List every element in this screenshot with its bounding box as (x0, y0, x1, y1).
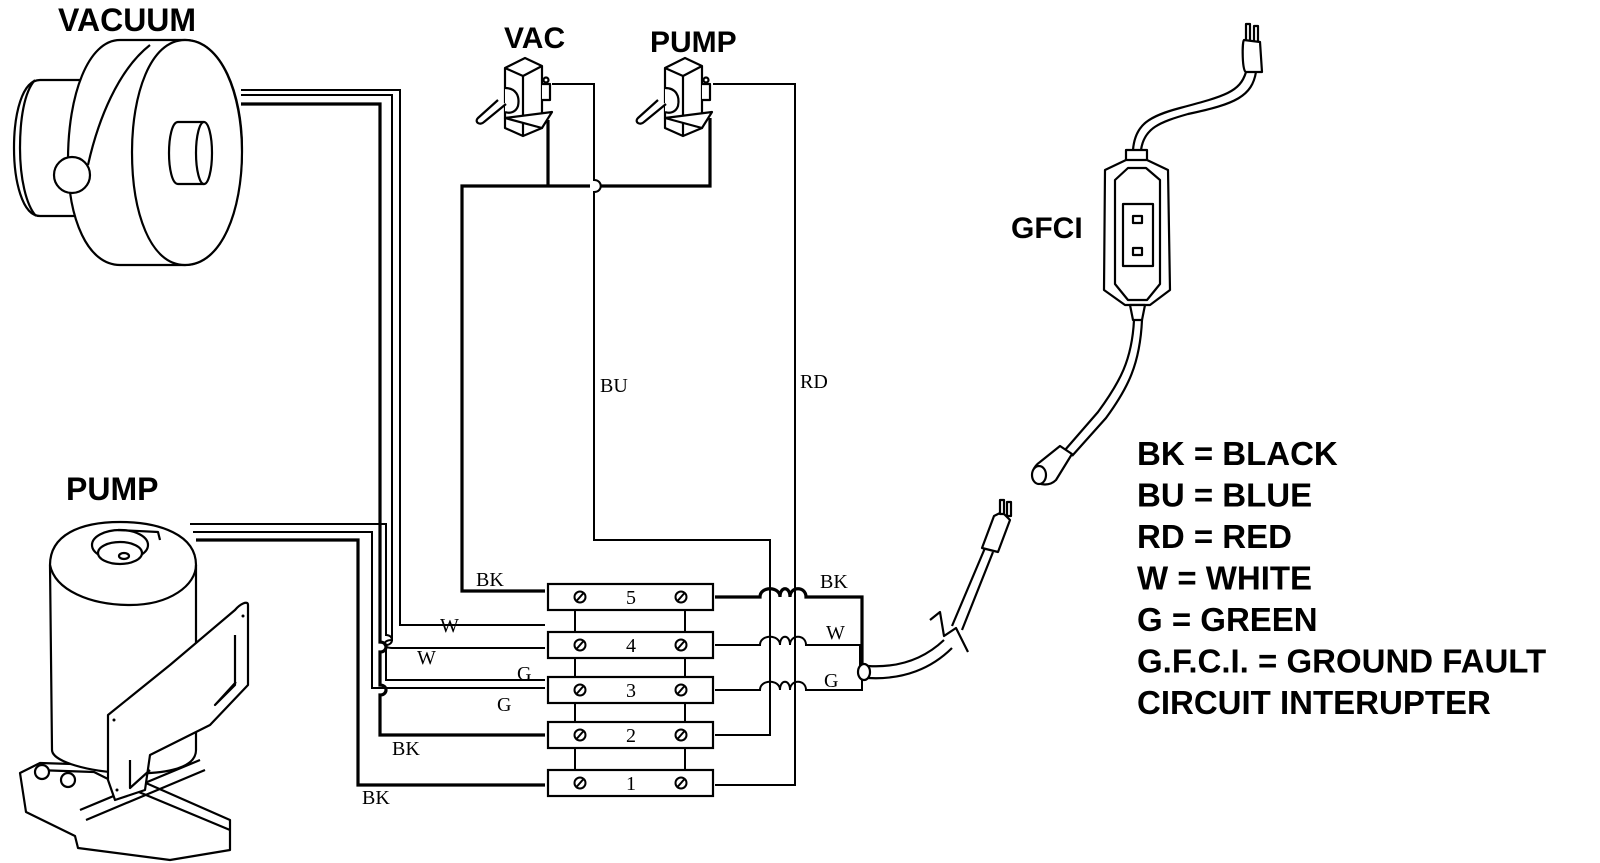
terminal-number: 2 (626, 725, 636, 747)
terminal-3: 3 (546, 675, 715, 705)
vac-switch-label: VAC (504, 22, 565, 55)
terminal-1: 1 (546, 768, 715, 798)
wire-label-w-cord: W (826, 622, 845, 644)
screw-icon (573, 728, 587, 742)
wire-label-bk-cord: BK (820, 571, 848, 593)
vacuum-label: VACUUM (58, 2, 196, 38)
screw-icon (573, 776, 587, 790)
screw-icon (573, 638, 587, 652)
terminal-2: 2 (546, 720, 715, 750)
terminal-block: 5 4 3 2 1 (546, 582, 715, 798)
legend-entry: BK = BLACK (1137, 435, 1338, 472)
legend-entry: G = GREEN (1137, 601, 1318, 638)
wires (190, 83, 1013, 787)
pump-label: PUMP (66, 471, 158, 507)
wire-label-w-pump: W (417, 647, 436, 669)
pump-motor-icon (18, 520, 250, 862)
wire-label-bu: BU (600, 375, 628, 397)
wire-label-bk-term1: BK (362, 787, 390, 809)
screw-icon (573, 683, 587, 697)
legend-entry: CIRCUIT INTERUPTER (1137, 684, 1491, 721)
screw-icon (573, 590, 587, 604)
wire-label-g-vacuum: G (517, 663, 531, 685)
wire-label-g-cord: G (824, 670, 838, 692)
wire-label-bk-term2: BK (392, 738, 420, 760)
terminal-number: 3 (626, 680, 636, 702)
terminal-number: 1 (626, 773, 636, 795)
legend-entry: BU = BLUE (1137, 477, 1312, 514)
pump-switch-icon (635, 56, 714, 138)
screw-icon (674, 728, 688, 742)
legend-entry: W = WHITE (1137, 560, 1312, 597)
vacuum-motor-icon (12, 38, 244, 267)
wire-label-g-pump: G (497, 694, 511, 716)
wire-label-rd: RD (800, 371, 828, 393)
screw-icon (674, 776, 688, 790)
pump-switch-label: PUMP (650, 26, 737, 59)
screw-icon (674, 683, 688, 697)
legend: BK = BLACK BU = BLUE RD = RED W = WHITE G = … (1137, 435, 1546, 721)
wire-label-w-vacuum: W (440, 615, 459, 637)
vac-switch-icon (475, 56, 554, 138)
terminal-number: 4 (626, 635, 636, 657)
gfci-icon (1030, 22, 1264, 486)
legend-entry: G.F.C.I. = GROUND FAULT (1137, 643, 1546, 680)
legend-entry: RD = RED (1137, 518, 1292, 555)
terminal-4: 4 (546, 630, 715, 660)
terminal-number: 5 (626, 587, 636, 609)
screw-icon (674, 638, 688, 652)
wire-label-bk-switches: BK (476, 569, 504, 591)
gfci-label: GFCI (1011, 212, 1083, 245)
terminal-5: 5 (546, 582, 715, 612)
screw-icon (674, 590, 688, 604)
